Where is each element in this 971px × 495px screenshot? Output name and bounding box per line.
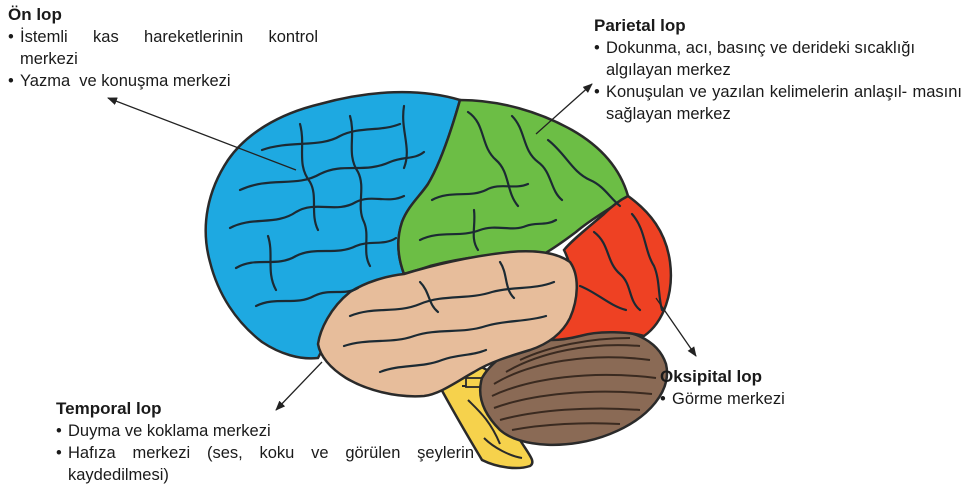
frontal-lobe-title: Ön lop — [8, 4, 318, 26]
frontal-lobe-label: Ön lop • İstemli kas hareketlerinin kont… — [8, 4, 318, 92]
bullet: • — [594, 81, 606, 103]
bullet: • — [8, 26, 20, 48]
occipital-lobe-label: Oksipital lop • Görme merkezi — [660, 366, 860, 410]
occipital-item-1-text: Görme merkezi — [672, 388, 860, 410]
temporal-item-1: • Duyma ve koklama merkezi — [56, 420, 474, 442]
parietal-item-1-text: Dokunma, acı, basınç ve derideki sıcaklı… — [606, 37, 962, 81]
occipital-item-1: • Görme merkezi — [660, 388, 860, 410]
temporal-lobe-label: Temporal lop • Duyma ve koklama merkezi … — [56, 398, 474, 486]
frontal-item-1: • İstemli kas hareketlerinin kontrol mer… — [8, 26, 318, 70]
parietal-item-2-text: Konuşulan ve yazılan kelimelerin anlaşıl… — [606, 81, 962, 125]
temporal-item-2: • Hafıza merkezi (ses, koku ve görülen ş… — [56, 442, 474, 486]
bullet: • — [660, 388, 672, 410]
frontal-item-1-text: İstemli kas hareketlerinin kontrol merke… — [20, 26, 318, 70]
parietal-item-2: • Konuşulan ve yazılan kelimelerin anlaş… — [594, 81, 962, 125]
occipital-arrow — [656, 298, 696, 356]
bullet: • — [8, 70, 20, 92]
bullet: • — [56, 442, 68, 464]
frontal-item-2-text: Yazma ve konuşma merkezi — [20, 70, 318, 92]
temporal-item-1-text: Duyma ve koklama merkezi — [68, 420, 474, 442]
parietal-item-1: • Dokunma, acı, basınç ve derideki sıcak… — [594, 37, 962, 81]
bullet: • — [56, 420, 68, 442]
temporal-lobe-title: Temporal lop — [56, 398, 474, 420]
occipital-lobe-title: Oksipital lop — [660, 366, 860, 388]
frontal-item-2: • Yazma ve konuşma merkezi — [8, 70, 318, 92]
bullet: • — [594, 37, 606, 59]
parietal-lobe-title: Parietal lop — [594, 15, 962, 37]
temporal-item-2-text: Hafıza merkezi (ses, koku ve görülen şey… — [68, 442, 474, 486]
parietal-lobe-label: Parietal lop • Dokunma, acı, basınç ve d… — [594, 15, 962, 125]
